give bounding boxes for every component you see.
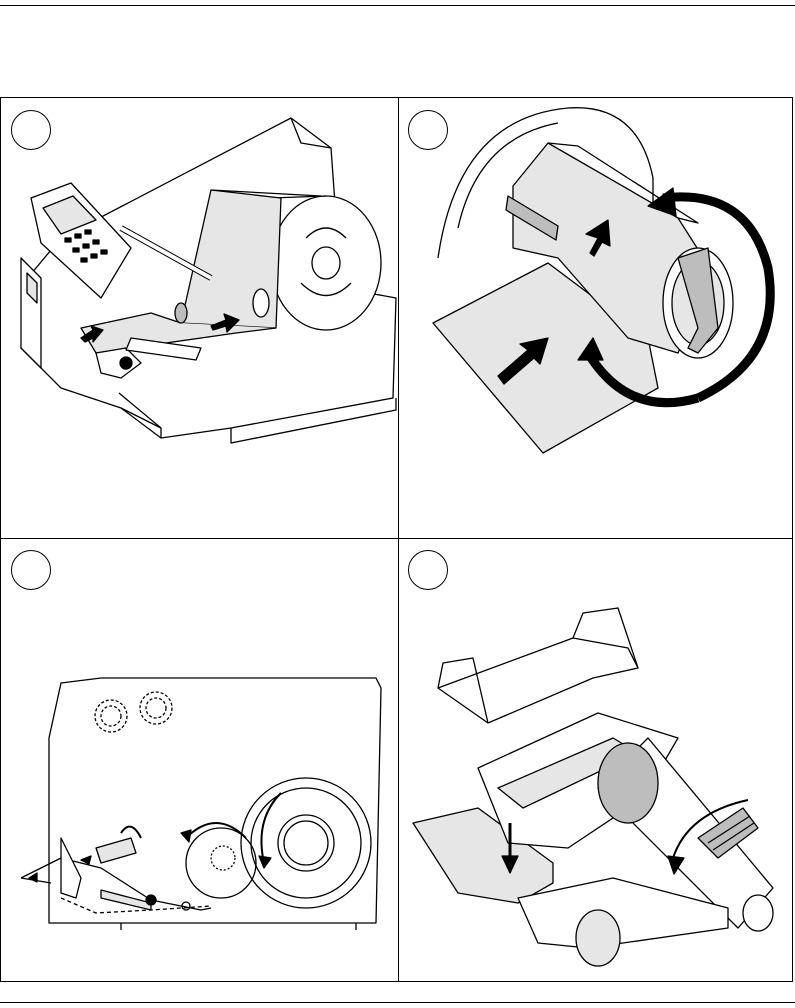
media-path-illustration: [1, 538, 398, 983]
panel-step-1: [1, 98, 398, 538]
header-rule: [0, 5, 795, 6]
panel-step-2: [398, 98, 794, 538]
panel-step-3: [1, 538, 398, 983]
printer-illustration: [1, 98, 398, 538]
printhead-illustration: [398, 538, 794, 983]
footer-rule: [0, 1002, 795, 1003]
media-roll-illustration: [398, 98, 794, 538]
panel-step-4: [398, 538, 794, 983]
instruction-grid: [0, 97, 793, 982]
